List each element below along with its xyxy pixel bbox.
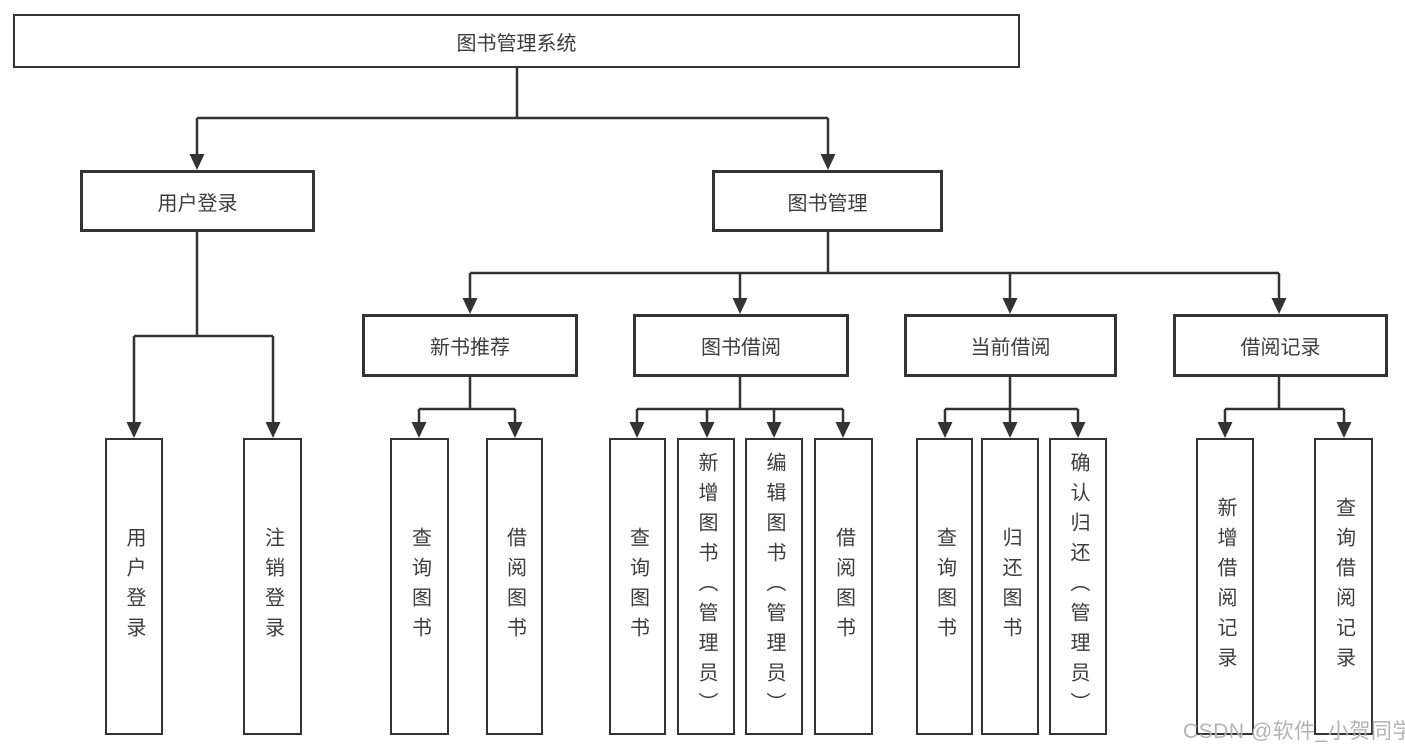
arrowhead xyxy=(462,298,478,314)
node-current-borrow: 当前借阅 xyxy=(904,314,1117,377)
node-user-login-label: 用户登录 xyxy=(157,192,238,215)
leaf-cb-return-book: 归还图书 xyxy=(981,438,1039,735)
arrowhead xyxy=(835,422,851,438)
node-borrow-record-label: 借阅记录 xyxy=(1240,337,1321,359)
leaf-br-add-record-label: 新增借阅记录 xyxy=(1214,496,1236,677)
leaf-nbr-borrow-book-label: 借阅图书 xyxy=(503,526,526,647)
leaf-nbr-query-book-label: 查询图书 xyxy=(408,526,431,647)
arrowhead xyxy=(1070,422,1086,438)
leaf-cb-return-book-label: 归还图书 xyxy=(999,526,1021,647)
arrowhead xyxy=(411,422,427,438)
arrowhead xyxy=(126,422,142,438)
node-book-borrow-label: 图书借阅 xyxy=(701,337,781,359)
node-root-label: 图书管理系统 xyxy=(456,32,577,55)
arrowhead xyxy=(1271,298,1287,314)
leaf-bb-edit-book-label: 编辑图书（管理员） xyxy=(763,451,785,722)
leaf-nbr-query-book: 查询图书 xyxy=(390,438,449,735)
leaf-bb-add-book: 新增图书（管理员） xyxy=(677,438,735,735)
node-user-login: 用户登录 xyxy=(80,170,315,232)
arrowhead xyxy=(265,422,281,438)
arrowhead xyxy=(732,298,748,314)
arrowhead xyxy=(1002,298,1018,314)
leaf-logout-label: 注销登录 xyxy=(261,526,284,647)
leaf-cb-confirm-return-label: 确认归还（管理员） xyxy=(1067,451,1089,722)
node-root: 图书管理系统 xyxy=(13,14,1020,68)
leaf-nbr-borrow-book: 借阅图书 xyxy=(486,438,543,735)
leaf-bb-add-book-label: 新增图书（管理员） xyxy=(695,451,717,722)
leaf-bb-edit-book: 编辑图书（管理员） xyxy=(745,438,803,735)
arrowhead xyxy=(507,422,523,438)
arrowhead xyxy=(1336,422,1352,438)
connector-path xyxy=(132,68,1346,424)
csdn-watermark: CSDN @软件_小贺同学 xyxy=(1183,720,1405,743)
node-book-borrow: 图书借阅 xyxy=(633,314,849,377)
node-borrow-record: 借阅记录 xyxy=(1173,314,1388,377)
leaf-bb-borrow-book: 借阅图书 xyxy=(814,438,873,735)
node-book-management-label: 图书管理 xyxy=(787,192,868,215)
leaf-br-query-record: 查询借阅记录 xyxy=(1314,438,1373,735)
leaf-cb-query-book: 查询图书 xyxy=(916,438,973,735)
leaf-br-add-record: 新增借阅记录 xyxy=(1196,438,1254,735)
leaf-user-login-label: 用户登录 xyxy=(123,526,145,647)
leaf-cb-confirm-return: 确认归还（管理员） xyxy=(1049,438,1107,735)
arrowhead xyxy=(1217,422,1233,438)
leaf-logout: 注销登录 xyxy=(243,438,302,735)
node-current-borrow-label: 当前借阅 xyxy=(970,337,1051,359)
leaf-user-login: 用户登录 xyxy=(105,438,163,735)
leaf-bb-query-book: 查询图书 xyxy=(609,438,666,735)
arrowhead xyxy=(699,422,715,438)
node-new-book-recommend-label: 新书推荐 xyxy=(430,337,510,359)
arrowhead xyxy=(766,422,782,438)
arrowhead xyxy=(189,154,205,170)
node-book-management: 图书管理 xyxy=(712,170,943,232)
leaf-br-query-record-label: 查询借阅记录 xyxy=(1332,496,1355,677)
arrowhead xyxy=(1002,422,1018,438)
arrowhead xyxy=(629,422,645,438)
arrowhead xyxy=(820,154,836,170)
node-new-book-recommend: 新书推荐 xyxy=(362,314,578,377)
arrowheads xyxy=(126,154,1352,438)
leaf-bb-query-book-label: 查询图书 xyxy=(626,526,649,647)
leaf-bb-borrow-book-label: 借阅图书 xyxy=(832,526,855,647)
arrowhead xyxy=(937,422,953,438)
leaf-cb-query-book-label: 查询图书 xyxy=(933,526,956,647)
